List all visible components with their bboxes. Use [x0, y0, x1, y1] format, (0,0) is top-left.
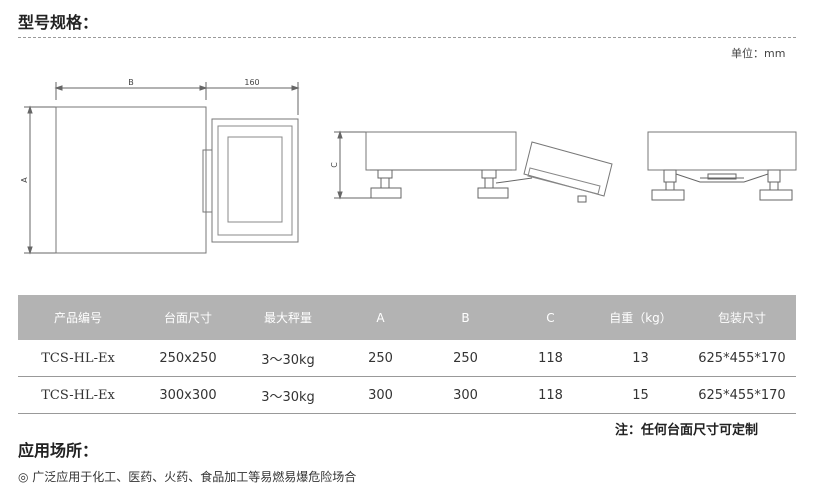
table-cell: 250x250 [138, 340, 238, 377]
table-cell: 118 [508, 340, 593, 377]
spec-table: 产品编号 台面尺寸 最大秤量 A B C 自重（kg） 包装尺寸 TCS-HL-… [18, 295, 796, 414]
table-row: TCS-HL-Ex 250x250 3～30kg 250 250 118 13 … [18, 340, 796, 377]
divider [18, 37, 796, 38]
unit-label: 单位：mm [731, 47, 786, 60]
header-cell: 最大秤量 [238, 295, 338, 340]
table-cell: 250 [423, 340, 508, 377]
header-cell: 台面尺寸 [138, 295, 238, 340]
application-text: ◎ 广泛应用于化工、医药、火药、食品加工等易燃易爆危险场合 [18, 470, 357, 484]
table-cell: 625*455*170 [688, 340, 796, 377]
spec-section-title: 型号规格： [18, 13, 99, 32]
table-cell: 300 [338, 376, 423, 414]
header-cell: 产品编号 [18, 295, 138, 340]
table-cell: TCS-HL-Ex [18, 376, 138, 414]
table-cell: 3～30kg [238, 340, 338, 377]
table-row: TCS-HL-Ex 300x300 3～30kg 300 300 118 15 … [18, 376, 796, 414]
technical-drawing: B 160 A C [20, 78, 797, 255]
table-cell: 15 [593, 376, 688, 414]
header-cell: 自重（kg） [593, 295, 688, 340]
dim-a-label: A [20, 177, 29, 183]
dim-160-label: 160 [244, 78, 259, 87]
dim-b-label: B [128, 78, 134, 87]
table-cell: 13 [593, 340, 688, 377]
table-cell: 118 [508, 376, 593, 414]
table-cell: 300x300 [138, 376, 238, 414]
header-cell: 包装尺寸 [688, 295, 796, 340]
header-cell: A [338, 295, 423, 340]
table-cell: 250 [338, 340, 423, 377]
header-cell: B [423, 295, 508, 340]
dim-c-label: C [330, 162, 339, 168]
table-cell: 625*455*170 [688, 376, 796, 414]
table-cell: TCS-HL-Ex [18, 340, 138, 377]
table-cell: 3～30kg [238, 376, 338, 414]
header-cell: C [508, 295, 593, 340]
table-header-row: 产品编号 台面尺寸 最大秤量 A B C 自重（kg） 包装尺寸 [18, 295, 796, 340]
custom-size-note: 注：任何台面尺寸可定制 [615, 423, 759, 438]
table-cell: 300 [423, 376, 508, 414]
application-section-title: 应用场所： [18, 441, 99, 460]
